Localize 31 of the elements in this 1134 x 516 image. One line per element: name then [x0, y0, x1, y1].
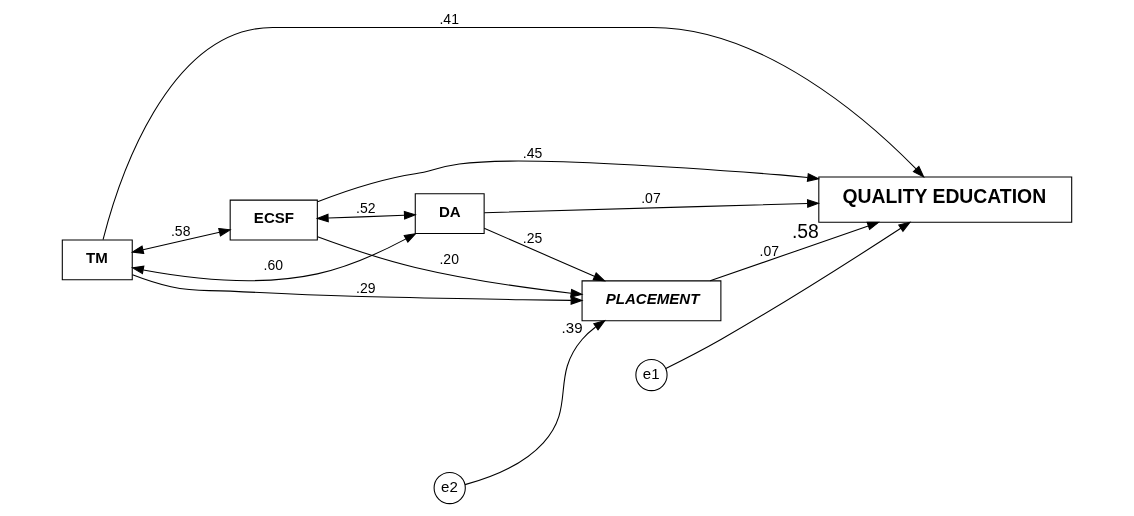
arrow: [130, 232, 417, 281]
arrow: [665, 221, 912, 370]
node-circle: e1: [635, 358, 668, 392]
node-box: PLACEMENT: [581, 280, 722, 322]
arrow: [315, 210, 417, 223]
edge-label: .07: [641, 190, 661, 207]
edge-label: .58: [170, 222, 191, 239]
node-box: DA: [414, 193, 485, 235]
node-box: QUALITY EDUCATION: [818, 176, 1073, 223]
arrow: [483, 199, 821, 214]
edge-label: .60: [263, 257, 283, 273]
edge-label: .45: [522, 145, 543, 162]
edge-label: .07: [759, 243, 780, 260]
node-label: .39: [561, 318, 583, 336]
arrow: [102, 26, 925, 241]
arrow: [464, 319, 607, 486]
edge-label: .20: [439, 250, 459, 267]
edge-label: .25: [522, 230, 543, 247]
node-circle: e2: [433, 471, 466, 505]
arrow: [131, 274, 584, 305]
arrow: [130, 227, 232, 254]
edge-label: .29: [356, 279, 376, 296]
arrow: [483, 227, 606, 282]
node-label: .58: [791, 219, 819, 242]
arrow: [317, 160, 821, 203]
node-box: ECSF: [229, 199, 318, 241]
edge-label: .52: [356, 199, 376, 216]
edge-label: .41: [439, 10, 459, 27]
arrow: [709, 221, 881, 282]
arrow: [317, 236, 584, 298]
node-box: TM: [61, 239, 133, 281]
